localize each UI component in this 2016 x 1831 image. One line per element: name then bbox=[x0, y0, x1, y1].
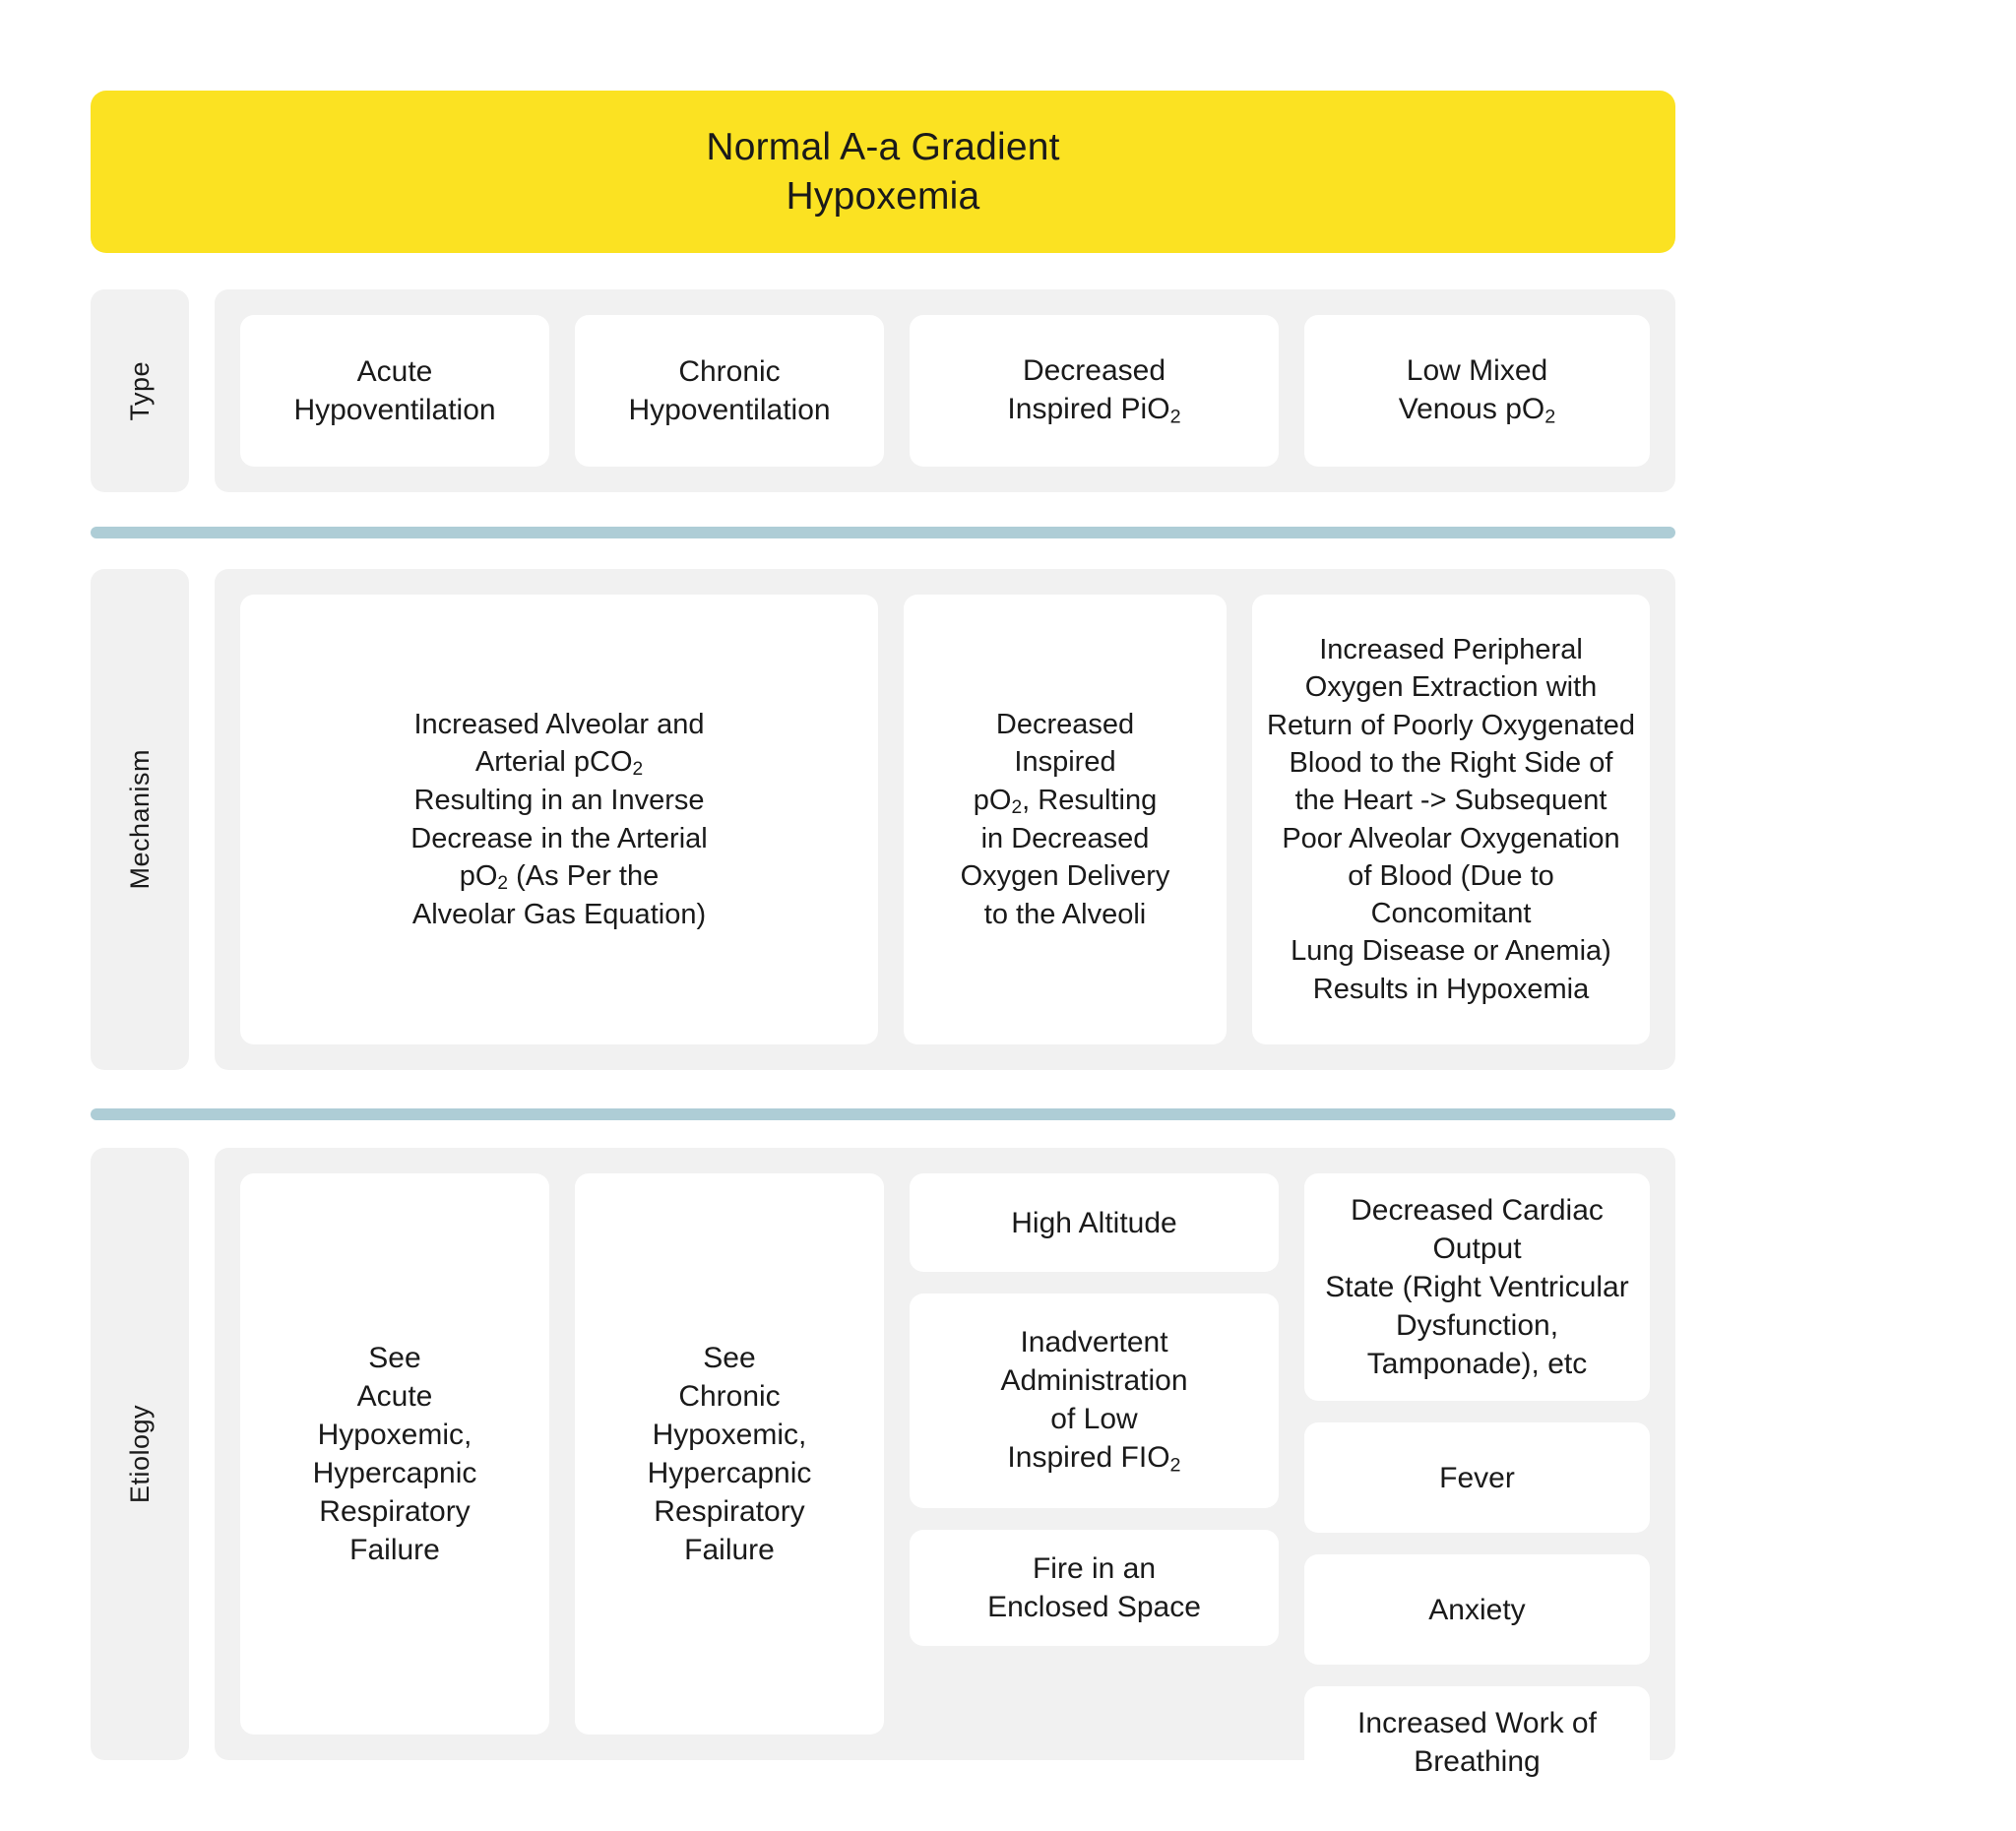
etio-c1-l3: Hypoxemic, bbox=[317, 1419, 472, 1451]
etio-c4-i3-l1: Anxiety bbox=[1428, 1593, 1526, 1626]
title-line-1: Normal A-a Gradient bbox=[706, 125, 1060, 168]
mechanism-cell-low-mixed-venous: Increased Peripheral Oxygen Extraction w… bbox=[1252, 595, 1650, 1044]
type-cell-chronic-hypoventilation: Chronic Hypoventilation bbox=[575, 315, 884, 467]
etiology-cell-increased-work-of-breathing: Increased Work of Breathing bbox=[1304, 1686, 1650, 1799]
row-label-etiology: Etiology bbox=[91, 1148, 189, 1760]
mech-c2-l2: Inspired bbox=[1014, 746, 1116, 779]
etio-c3-i2-l1: Inadvertent bbox=[1020, 1325, 1168, 1358]
etiology-cell-fire-enclosed-space: Fire in an Enclosed Space bbox=[910, 1530, 1279, 1646]
mechanism-cell-hypoventilation: Increased Alveolar and Arterial pCO2 Res… bbox=[240, 595, 878, 1044]
etiology-column-decreased-inspired-pio2: High Altitude Inadvertent Administration… bbox=[910, 1173, 1279, 1735]
etio-c1-l6: Failure bbox=[349, 1534, 440, 1566]
mech-c3-l5: the Heart -> Subsequent bbox=[1294, 785, 1607, 817]
etio-c2-l6: Failure bbox=[684, 1534, 775, 1566]
etio-c4-i4-l1: Increased Work of Breathing bbox=[1357, 1707, 1597, 1778]
mech-c1-l1: Increased Alveolar and bbox=[413, 708, 705, 740]
mech-c2-l4: in Decreased bbox=[980, 823, 1150, 855]
etiology-column-3-spacer bbox=[910, 1668, 1279, 1735]
etio-c3-i3-l1: Fire in an bbox=[1032, 1552, 1157, 1585]
etio-c3-i2-l2: Administration bbox=[1000, 1363, 1188, 1397]
mech-c3-l3: Return of Poorly Oxygenated bbox=[1267, 709, 1635, 741]
etio-c2-l3: Hypoxemic, bbox=[652, 1419, 807, 1451]
etiology-column-chronic-hypoventilation: See Chronic Hypoxemic, Hypercapnic Respi… bbox=[575, 1173, 884, 1735]
etiology-column-acute-hypoventilation: See Acute Hypoxemic, Hypercapnic Respira… bbox=[240, 1173, 549, 1735]
etio-c1-l5: Respiratory bbox=[319, 1495, 471, 1528]
etio-c4-i2-l1: Fever bbox=[1439, 1461, 1515, 1494]
mech-c1-l5: pO2 (As Per the bbox=[459, 859, 660, 894]
mech-c3-l8: Lung Disease or Anemia) bbox=[1291, 935, 1611, 968]
type-cell-acute-hypoventilation: Acute Hypoventilation bbox=[240, 315, 549, 467]
etiology-cell-fever: Fever bbox=[1304, 1422, 1650, 1533]
type-cell-3-line-2: Inspired PiO2 bbox=[1007, 392, 1181, 428]
mech-c1-l4: Decrease in the Arterial bbox=[410, 822, 708, 854]
mech-c2-l3: pO2, Resulting bbox=[973, 784, 1158, 818]
etiology-cell-high-altitude: High Altitude bbox=[910, 1173, 1279, 1272]
etiology-column-low-mixed-venous-po2: Decreased Cardiac Output State (Right Ve… bbox=[1304, 1173, 1650, 1799]
etio-c2-l1: See bbox=[703, 1342, 756, 1374]
title-line-2: Hypoxemia bbox=[786, 174, 980, 218]
etiology-cell-inadvertent-low-fio2: Inadvertent Administration of Low Inspir… bbox=[910, 1294, 1279, 1508]
row-label-type-text: Type bbox=[124, 360, 155, 421]
etiology-cell-decreased-cardiac-output: Decreased Cardiac Output State (Right Ve… bbox=[1304, 1173, 1650, 1401]
mech-c2-l1: Decreased bbox=[995, 709, 1135, 741]
mech-c3-l1: Increased Peripheral bbox=[1319, 634, 1583, 666]
type-cell-2-line-1: Chronic bbox=[678, 355, 781, 388]
etio-c3-i1-l1: High Altitude bbox=[1011, 1206, 1177, 1239]
type-cell-4-line-2: Venous pO2 bbox=[1398, 392, 1556, 428]
title-banner: Normal A-a Gradient Hypoxemia bbox=[91, 91, 1675, 253]
mech-c3-l2: Oxygen Extraction with bbox=[1304, 671, 1598, 704]
divider-type-mechanism bbox=[91, 527, 1675, 538]
mech-c3-l6: Poor Alveolar Oxygenation bbox=[1282, 822, 1620, 854]
row-etiology-body: See Acute Hypoxemic, Hypercapnic Respira… bbox=[215, 1148, 1675, 1799]
row-mechanism-body: Increased Alveolar and Arterial pCO2 Res… bbox=[215, 569, 1675, 1070]
mech-c2-l6: to the Alveoli bbox=[983, 898, 1147, 930]
etio-c2-l2: Chronic bbox=[678, 1380, 781, 1413]
mech-c3-l7: of Blood (Due to Concomitant bbox=[1348, 859, 1554, 930]
row-label-etiology-text: Etiology bbox=[124, 1404, 155, 1504]
type-cell-1-line-2: Hypoventilation bbox=[293, 394, 496, 426]
row-label-mechanism-text: Mechanism bbox=[124, 749, 155, 890]
etio-c1-l2: Acute bbox=[356, 1380, 433, 1413]
etio-c1-l4: Hypercapnic bbox=[312, 1457, 477, 1489]
divider-mechanism-etiology bbox=[91, 1108, 1675, 1120]
etiology-cell-see-acute: See Acute Hypoxemic, Hypercapnic Respira… bbox=[240, 1173, 549, 1735]
etio-c4-i1-l2: State (Right Ventricular bbox=[1325, 1271, 1629, 1303]
type-cell-low-mixed-venous-po2: Low Mixed Venous pO2 bbox=[1304, 315, 1650, 467]
mech-c3-l4: Blood to the Right Side of bbox=[1289, 746, 1613, 779]
etio-c4-i1-l3: Dysfunction, Tamponade), etc bbox=[1366, 1309, 1588, 1380]
mech-c2-l5: Oxygen Delivery bbox=[960, 860, 1170, 893]
row-label-mechanism: Mechanism bbox=[91, 569, 189, 1070]
type-cell-1-line-1: Acute bbox=[356, 355, 433, 388]
etiology-cell-see-chronic: See Chronic Hypoxemic, Hypercapnic Respi… bbox=[575, 1173, 884, 1735]
row-type-body: Acute Hypoventilation Chronic Hypoventil… bbox=[215, 289, 1675, 492]
mech-c1-l3: Resulting in an Inverse bbox=[413, 785, 705, 817]
etio-c2-l5: Respiratory bbox=[654, 1495, 805, 1528]
etio-c3-i3-l2: Enclosed Space bbox=[987, 1591, 1201, 1623]
row-etiology: Etiology See Acute Hypoxemic, Hypercapni… bbox=[91, 1148, 1675, 1799]
etio-c3-i2-l4: Inspired FIO2 bbox=[1007, 1440, 1181, 1477]
etio-c3-i2-l3: of Low bbox=[1050, 1402, 1138, 1435]
mech-c1-l2: Arterial pCO2 bbox=[474, 745, 644, 780]
type-cell-2-line-2: Hypoventilation bbox=[628, 394, 831, 426]
etio-c2-l4: Hypercapnic bbox=[647, 1457, 812, 1489]
etiology-cell-anxiety: Anxiety bbox=[1304, 1554, 1650, 1665]
mech-c1-l6: Alveolar Gas Equation) bbox=[411, 899, 707, 931]
mechanism-cell-decreased-inspired: Decreased Inspired pO2, Resulting in Dec… bbox=[904, 595, 1227, 1044]
mech-c3-l9: Results in Hypoxemia bbox=[1312, 973, 1590, 1005]
etio-c1-l1: See bbox=[368, 1342, 421, 1374]
row-label-type: Type bbox=[91, 289, 189, 492]
row-type: Type Acute Hypoventilation Chronic Hypov… bbox=[91, 289, 1675, 492]
type-cell-decreased-inspired-pio2: Decreased Inspired PiO2 bbox=[910, 315, 1279, 467]
type-cell-3-line-1: Decreased bbox=[1022, 353, 1166, 387]
type-cell-4-line-1: Low Mixed bbox=[1406, 353, 1548, 387]
row-mechanism: Mechanism Increased Alveolar and Arteria… bbox=[91, 569, 1675, 1070]
etio-c4-i1-l1: Decreased Cardiac Output bbox=[1351, 1194, 1604, 1265]
